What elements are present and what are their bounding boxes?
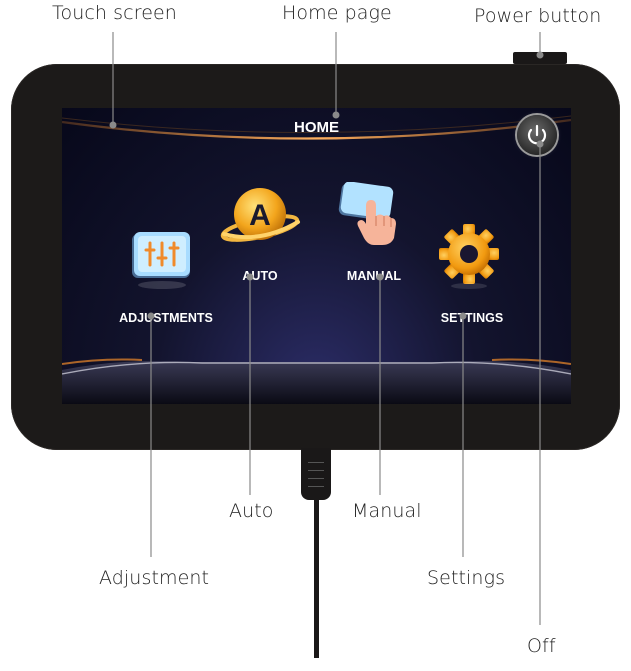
settings-menu[interactable] [436,224,502,290]
auto-a-orbit-icon: A [220,188,300,242]
manual-dot [376,273,384,281]
off-dot [536,140,544,148]
power-button-callout: Power button [474,5,602,27]
cable-plug [301,448,331,500]
touch-screen[interactable]: HOME ADJUSTMENTS [62,108,571,404]
settings-label[interactable]: SETTINGS [440,311,504,325]
manual-label[interactable]: MANUAL [346,269,402,283]
touch-screen-callout: Touch screen [52,2,177,24]
auto-dot [246,273,254,281]
sliders-icon [132,232,190,289]
gear-icon [439,224,499,289]
adjustment-dot [147,312,155,320]
auto-callout: Auto [229,500,274,522]
manual-callout: Manual [352,500,422,522]
touch-screen-dot [109,121,117,129]
adjustments-menu[interactable] [130,230,194,290]
settings-dot [459,312,467,320]
power-button-dot [536,51,544,59]
svg-text:A: A [249,199,271,232]
home-title: HOME [294,119,339,136]
hand-tap-icon [338,181,396,245]
home-page-callout: Home page [282,2,392,24]
settings-callout: Settings [427,567,506,589]
adjustment-callout: Adjustment [99,567,210,589]
screen-decoration [62,115,571,404]
manual-menu[interactable] [336,181,406,248]
auto-menu[interactable]: A [220,178,304,252]
power-cable [314,498,319,658]
adjustments-label[interactable]: ADJUSTMENTS [119,311,213,325]
off-callout: Off [527,635,556,657]
home-page-dot [332,111,340,119]
